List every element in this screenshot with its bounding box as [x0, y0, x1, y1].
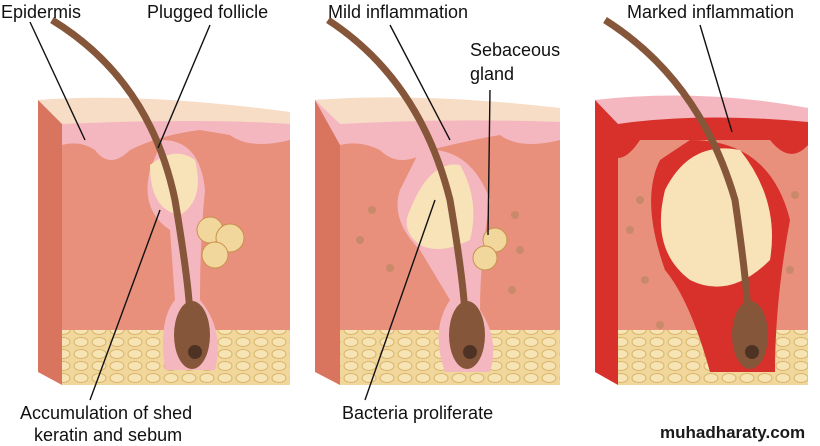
label-epidermis: Epidermis — [1, 2, 81, 22]
label-pointers — [29, 21, 733, 401]
label-mild-inflammation: Mild inflammation — [328, 2, 468, 22]
label-sebaceous-gland-2: gland — [470, 64, 514, 84]
label-bacteria-proliferate: Bacteria proliferate — [342, 403, 493, 423]
skin-block-mild-inflammation — [315, 17, 560, 385]
bacteria — [356, 206, 524, 294]
label-accumulation-2: keratin and sebum — [34, 425, 182, 445]
skin-block-plugged-follicle — [38, 17, 290, 385]
watermark: muhadharaty.com — [660, 423, 805, 442]
label-marked-inflammation: Marked inflammation — [627, 2, 794, 22]
sebaceous-gland — [196, 216, 245, 269]
label-plugged-follicle: Plugged follicle — [147, 2, 268, 22]
bacteria — [626, 191, 799, 329]
skin-block-marked-inflammation — [595, 17, 808, 385]
sebaceous-gland — [472, 227, 508, 271]
label-sebaceous-gland-1: Sebaceous — [470, 40, 560, 60]
label-accumulation-1: Accumulation of shed — [20, 403, 192, 423]
